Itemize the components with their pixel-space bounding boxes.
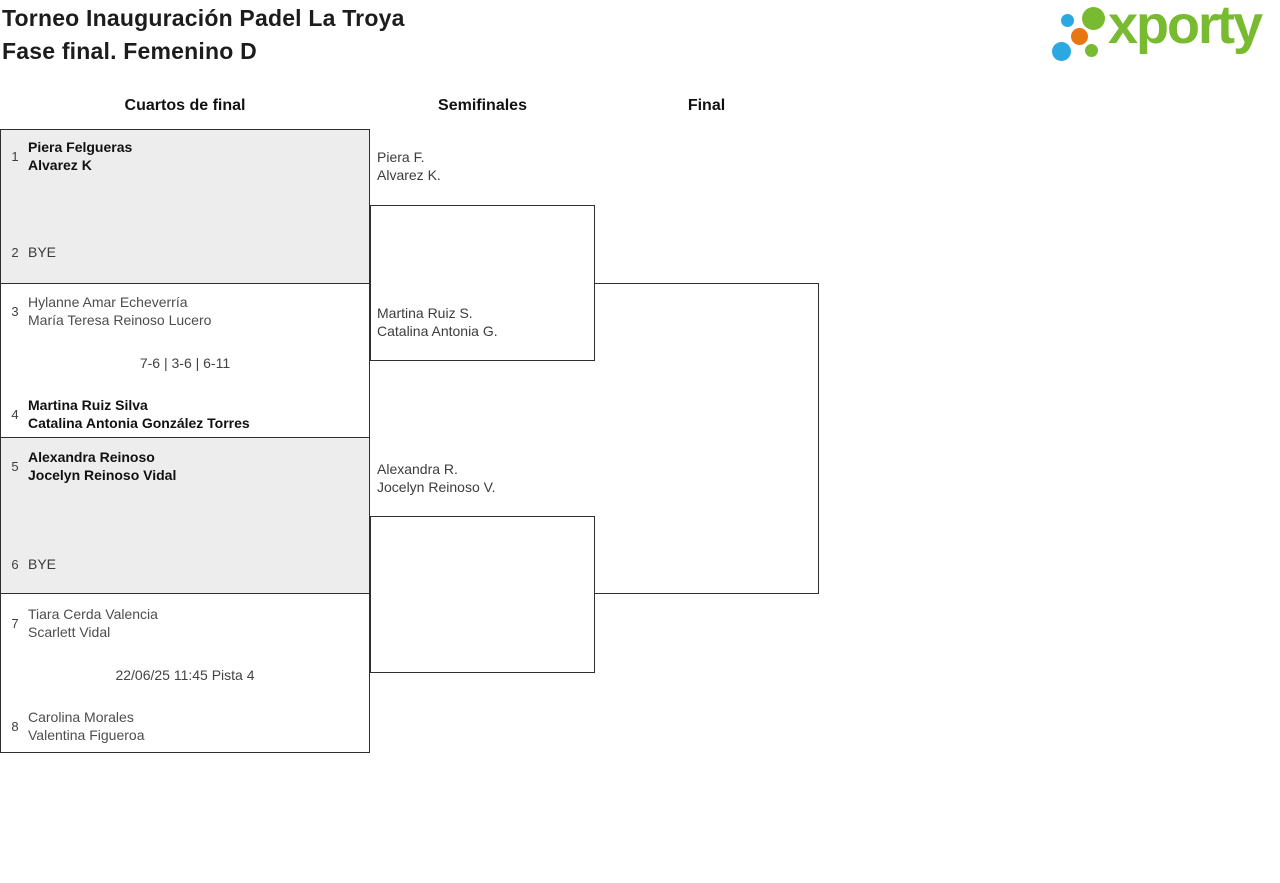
team-row-seed-3: 3 Hylanne Amar Echeverría María Teresa R… — [9, 293, 211, 329]
player-2: Catalina Antonia González Torres — [28, 415, 250, 431]
seed-number: 4 — [11, 406, 19, 422]
bye-label: BYE — [28, 244, 57, 260]
round-header-semifinals: Semifinales — [438, 97, 527, 114]
sf2-top-team: Alexandra R. Jocelyn Reinoso V. — [377, 460, 496, 496]
player-2: Valentina Figueroa — [28, 727, 145, 743]
team-name: Alexandra Reinoso Jocelyn Reinoso Vidal — [28, 448, 176, 484]
seed-number: 8 — [11, 718, 19, 734]
qf-match-1: 1 Piera Felgueras Alvarez K 2 BYE — [0, 129, 370, 284]
logo-dot-green-large-icon — [1082, 7, 1105, 30]
player-1: Hylanne Amar Echeverría — [28, 294, 188, 310]
player-2: Catalina Antonia G. — [377, 323, 498, 339]
logo-dot-blue-large-icon — [1052, 42, 1071, 61]
player-1: Martina Ruiz S. — [377, 305, 473, 321]
seed-number: 2 — [11, 244, 19, 260]
qf-match-2: 3 Hylanne Amar Echeverría María Teresa R… — [0, 283, 370, 438]
team-row-seed-5: 5 Alexandra Reinoso Jocelyn Reinoso Vida… — [9, 448, 176, 484]
qf-match-4: 7 Tiara Cerda Valencia Scarlett Vidal 22… — [0, 593, 370, 753]
match-score: 7-6 | 3-6 | 6-11 — [139, 355, 231, 371]
player-1: Tiara Cerda Valencia — [28, 606, 158, 622]
logo-dot-blue-small-icon — [1061, 14, 1074, 27]
tournament-name: Torneo Inauguración Padel La Troya — [2, 5, 405, 31]
seed-number: 3 — [11, 303, 19, 319]
player-1: Alexandra Reinoso — [28, 449, 155, 465]
qf-match-3: 5 Alexandra Reinoso Jocelyn Reinoso Vida… — [0, 437, 370, 594]
sf-match-2-box — [370, 516, 595, 673]
team-name: Carolina Morales Valentina Figueroa — [28, 708, 144, 744]
sf1-bottom-team: Martina Ruiz S. Catalina Antonia G. — [377, 304, 498, 340]
player-2: Jocelyn Reinoso Vidal — [28, 467, 177, 483]
player-1: Alexandra R. — [377, 461, 458, 477]
player-2: Scarlett Vidal — [28, 624, 111, 640]
team-row-seed-8: 8 Carolina Morales Valentina Figueroa — [9, 708, 144, 744]
team-row-seed-4: 4 Martina Ruiz Silva Catalina Antonia Go… — [9, 396, 250, 432]
seed-number: 1 — [11, 148, 19, 164]
team-row-seed-1: 1 Piera Felgueras Alvarez K — [9, 138, 132, 174]
player-2: Alvarez K. — [377, 167, 441, 183]
page-title: Torneo Inauguración Padel La Troya Fase … — [2, 2, 405, 68]
team-row-seed-6: 6 BYE — [9, 555, 56, 573]
team-name: Hylanne Amar Echeverría María Teresa Rei… — [28, 293, 211, 329]
sf1-top-team: Piera F. Alvarez K. — [377, 148, 441, 184]
seed-number: 7 — [11, 615, 19, 631]
team-name: Martina Ruiz Silva Catalina Antonia Gonz… — [28, 396, 250, 432]
player-1: Carolina Morales — [28, 709, 134, 725]
logo-dot-orange-icon — [1071, 28, 1088, 45]
seed-number: 6 — [11, 556, 19, 572]
player-2: Jocelyn Reinoso V. — [377, 479, 496, 495]
match-schedule: 22/06/25 11:45 Pista 4 — [115, 667, 255, 683]
phase-category: Fase final. Femenino D — [2, 38, 257, 64]
team-name: Tiara Cerda Valencia Scarlett Vidal — [28, 605, 158, 641]
round-header-final: Final — [687, 97, 726, 114]
player-2: María Teresa Reinoso Lucero — [28, 312, 212, 328]
team-row-seed-7: 7 Tiara Cerda Valencia Scarlett Vidal — [9, 605, 158, 641]
logo-dot-green-small-icon — [1085, 44, 1098, 57]
round-header-quarterfinals: Cuartos de final — [124, 97, 246, 114]
player-1: Piera Felgueras — [28, 139, 133, 155]
bye-label: BYE — [28, 556, 57, 572]
final-match-connector — [594, 283, 819, 594]
seed-number: 5 — [11, 458, 19, 474]
player-1: Piera F. — [377, 149, 425, 165]
team-row-seed-2: 2 BYE — [9, 243, 56, 261]
logo-wordmark: xporty — [1108, 0, 1263, 55]
team-name: Piera Felgueras Alvarez K — [28, 138, 132, 174]
player-2: Alvarez K — [28, 157, 92, 173]
xporty-logo[interactable]: xporty — [1046, 0, 1276, 72]
player-1: Martina Ruiz Silva — [28, 397, 148, 413]
